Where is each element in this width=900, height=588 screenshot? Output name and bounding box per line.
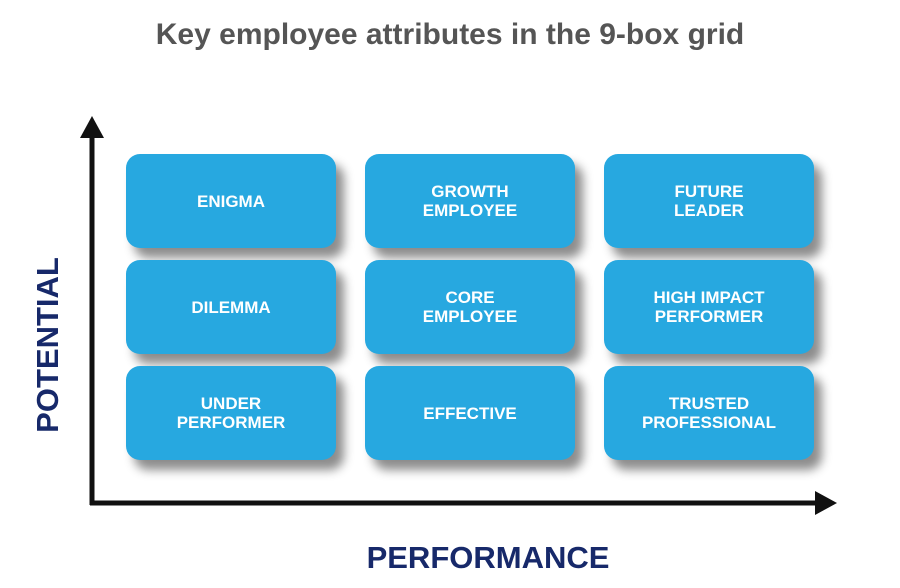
box-dilemma: DILEMMA [126,260,336,354]
box-high-impact-performer: HIGH IMPACT PERFORMER [604,260,814,354]
box-growth-employee: GROWTH EMPLOYEE [365,154,575,248]
page-title: Key employee attributes in the 9-box gri… [155,18,745,51]
box-future-leader: FUTURE LEADER [604,154,814,248]
x-axis-arrow-icon [815,491,837,515]
y-axis-arrow-icon [80,116,104,138]
box-trusted-professional: TRUSTED PROFESSIONAL [604,366,814,460]
box-core-employee: CORE EMPLOYEE [365,260,575,354]
x-axis-label: PERFORMANCE [366,540,610,575]
y-axis-label: POTENTIAL [30,257,65,433]
box-enigma: ENIGMA [126,154,336,248]
box-under-performer: UNDER PERFORMER [126,366,336,460]
box-effective: EFFECTIVE [365,366,575,460]
